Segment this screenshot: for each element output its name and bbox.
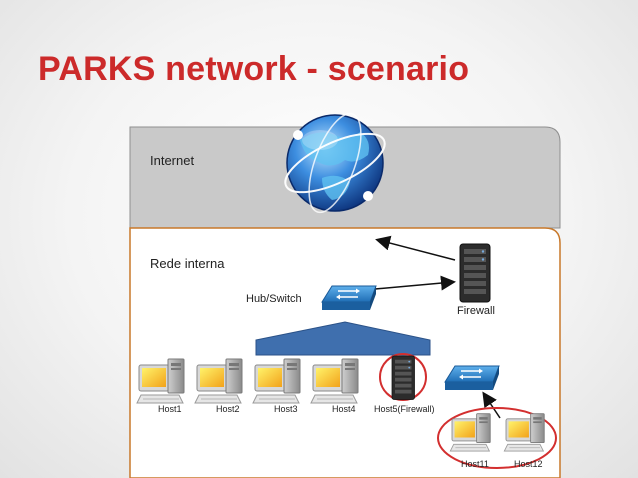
host5-highlight-circle bbox=[379, 353, 427, 401]
internal-zone-label: Rede interna bbox=[150, 256, 225, 271]
host-label: Host4 bbox=[332, 404, 356, 414]
slide-title: PARKS network - scenario bbox=[38, 50, 470, 88]
host3-computer-icon bbox=[252, 358, 301, 404]
dmz-to-switch-arrow bbox=[482, 391, 501, 419]
host-label: Host5(Firewall) bbox=[374, 404, 435, 414]
host-label: Host3 bbox=[274, 404, 298, 414]
host1-computer-icon bbox=[136, 358, 185, 404]
firewall-label: Firewall bbox=[457, 305, 495, 317]
host5-server-icon bbox=[391, 355, 415, 400]
internet-zone-label: Internet bbox=[150, 153, 194, 168]
dmz-hosts-highlight-ellipse bbox=[437, 407, 557, 469]
firewall-server-icon bbox=[459, 243, 491, 303]
host-label: Host1 bbox=[158, 404, 182, 414]
dmz-host-label: Host11 bbox=[461, 459, 489, 469]
hub-switch-label: Hub/Switch bbox=[246, 293, 302, 305]
host12-computer-icon bbox=[503, 413, 545, 452]
host4-computer-icon bbox=[310, 358, 359, 404]
hub-bus bbox=[255, 321, 431, 356]
hub-switch-icon bbox=[321, 285, 377, 311]
globe-icon bbox=[284, 112, 386, 214]
switch-to-firewall-arrow bbox=[374, 275, 456, 291]
firewall-to-internet-arrow bbox=[375, 235, 456, 261]
host11-computer-icon bbox=[449, 413, 491, 452]
dmz-switch-icon bbox=[444, 365, 500, 391]
dmz-host-label: Host12 bbox=[514, 459, 543, 469]
host2-computer-icon bbox=[194, 358, 243, 404]
host-label: Host2 bbox=[216, 404, 240, 414]
